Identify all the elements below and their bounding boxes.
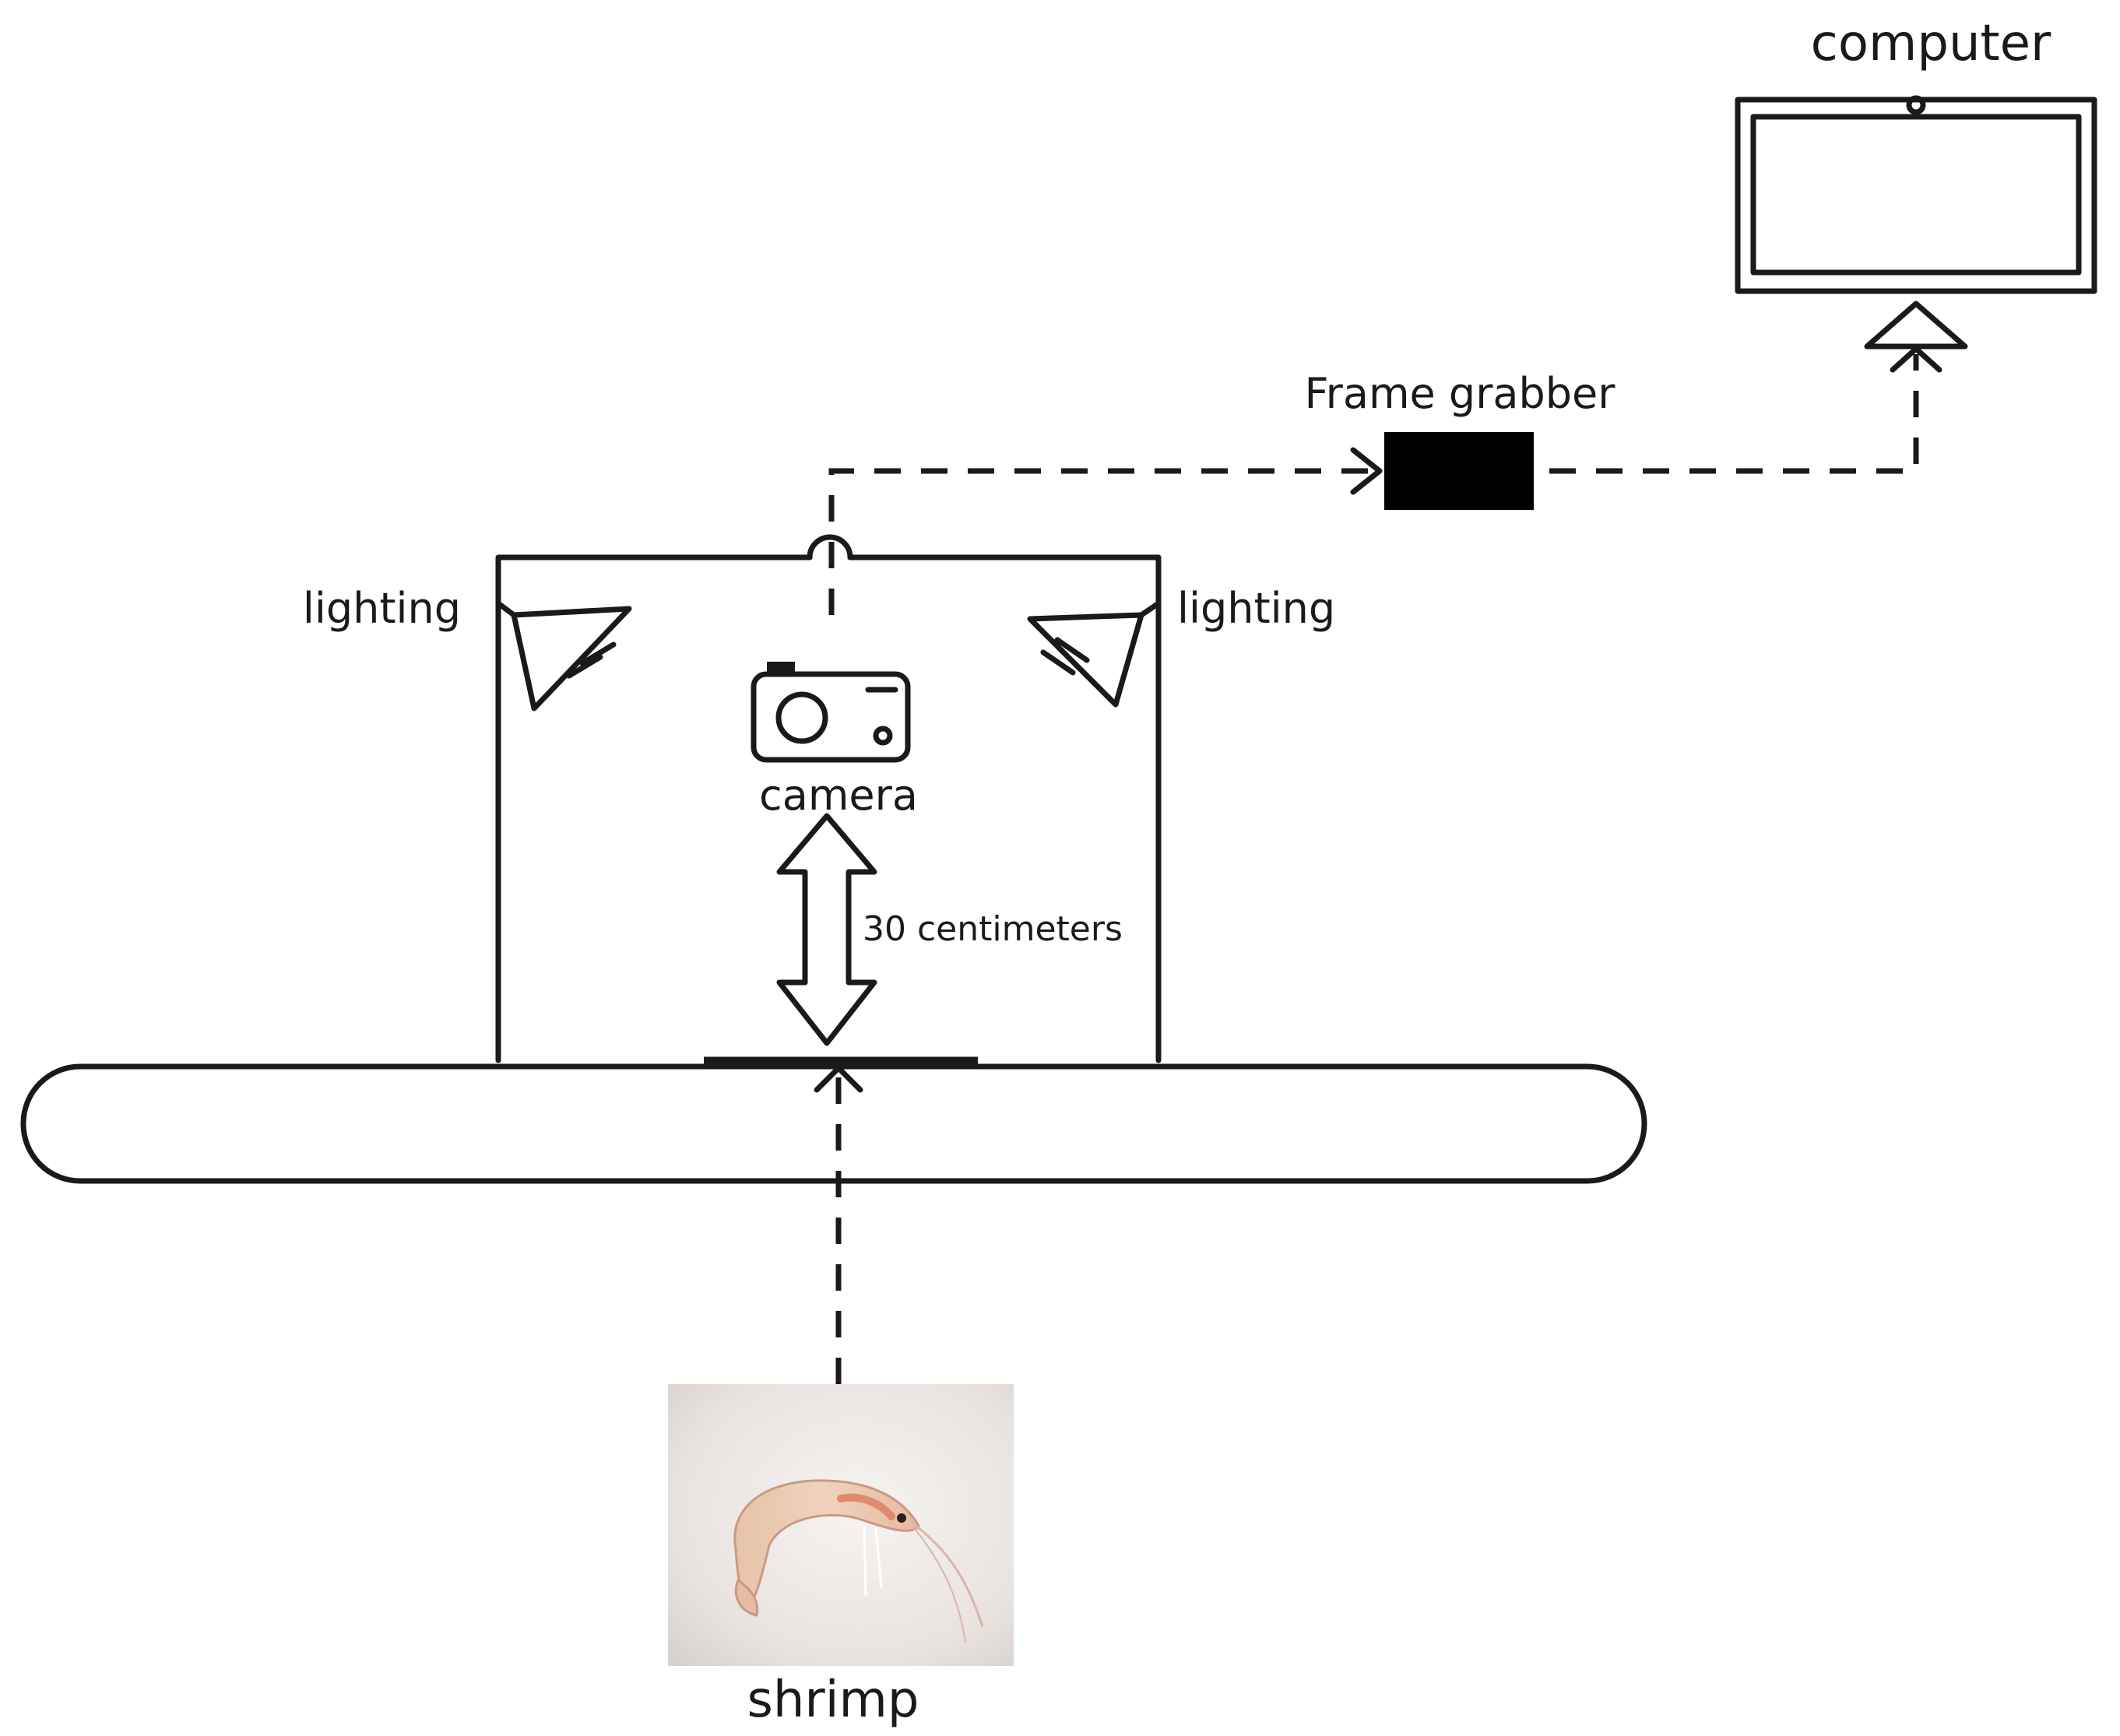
shrimp-photo — [668, 1384, 1014, 1666]
conveyor-belt — [20, 1063, 1647, 1184]
distance-label: 30 centimeters — [863, 909, 1123, 949]
camera-icon — [751, 662, 911, 763]
signal-path — [828, 354, 1919, 615]
computer-icon — [1735, 95, 2097, 373]
computer-label: computer — [1811, 15, 2051, 72]
lighting-right-label: lighting — [1177, 584, 1335, 633]
distance-double-arrow — [776, 813, 877, 1046]
lighting-left-label: lighting — [303, 584, 461, 633]
camera-label: camera — [759, 771, 918, 820]
sample-path — [814, 1065, 863, 1384]
lighting-right-icon — [1027, 600, 1162, 708]
lighting-left-icon — [495, 600, 632, 712]
frame-grabber-label: Frame grabber — [1305, 369, 1616, 418]
frame-grabber-block — [1384, 432, 1534, 510]
shrimp-label: shrimp — [747, 1671, 919, 1729]
imaging-enclosure — [495, 534, 1162, 1063]
